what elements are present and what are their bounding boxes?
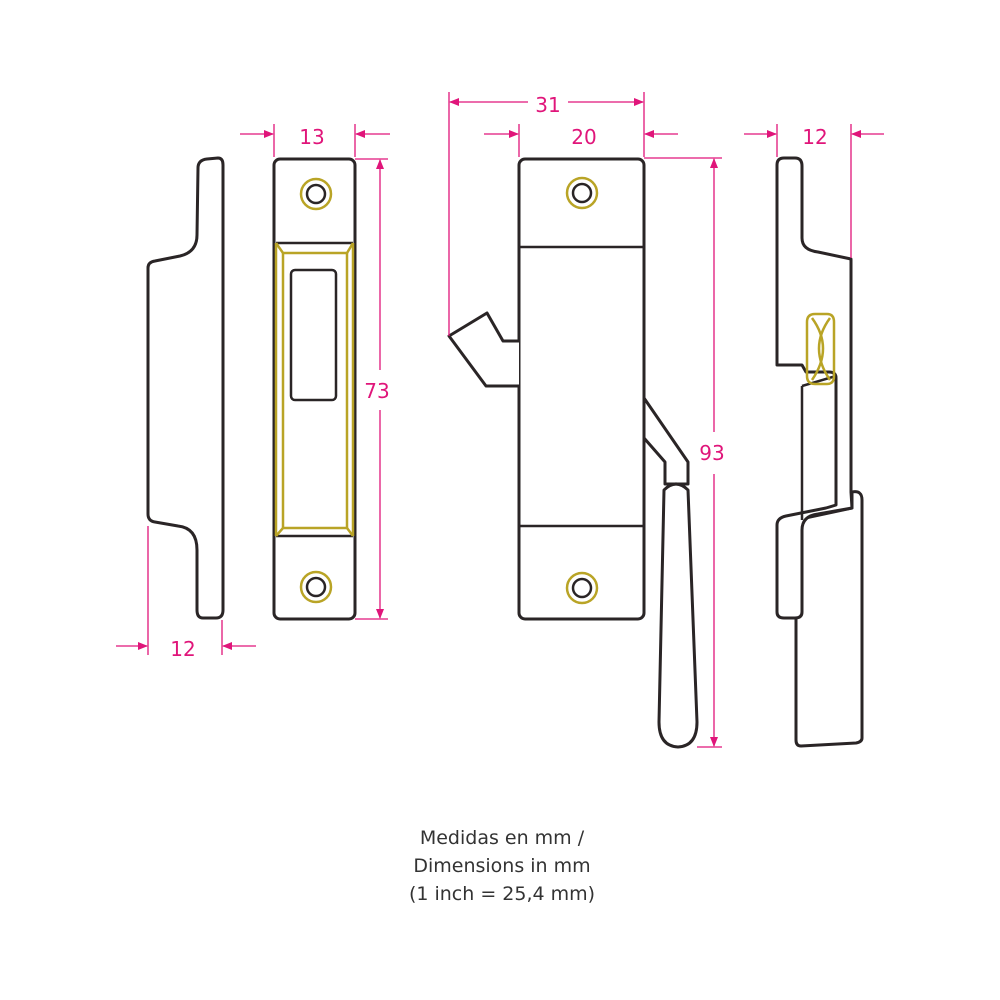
screw-icon (299, 177, 333, 211)
dimension-label: 20 (571, 125, 596, 149)
screw-icon (565, 571, 599, 605)
screw-icon (299, 570, 333, 604)
dimension-label: 93 (699, 441, 724, 465)
dimension-latch-total-width: 31 (448, 92, 645, 336)
latch-side-view (775, 156, 864, 748)
dimension-latch-total-height: 93 (644, 157, 725, 748)
dimension-latch-side-thickness: 12 (744, 124, 884, 258)
dimension-label: 13 (299, 125, 324, 149)
dimension-keeper-side-thickness: 12 (116, 526, 256, 661)
dimension-keeper-width: 13 (240, 124, 390, 157)
keeper-front-view (272, 157, 357, 621)
units-caption: Medidas en mm / Dimensions in mm (1 inch… (0, 824, 1000, 908)
dimension-keeper-height: 73 (355, 158, 390, 620)
keeper-side-view (146, 156, 225, 620)
dimension-label: 31 (535, 93, 560, 117)
dimension-label: 73 (364, 379, 389, 403)
screw-icon (565, 176, 599, 210)
latch-front-view (447, 157, 699, 749)
dimension-label: 12 (170, 637, 195, 661)
caption-line: (1 inch = 25,4 mm) (408, 883, 596, 905)
dimension-label: 12 (802, 125, 827, 149)
caption-line: Dimensions in mm (413, 855, 591, 877)
caption-line: Medidas en mm / (419, 827, 585, 849)
dimension-latch-body-width: 20 (484, 124, 678, 157)
